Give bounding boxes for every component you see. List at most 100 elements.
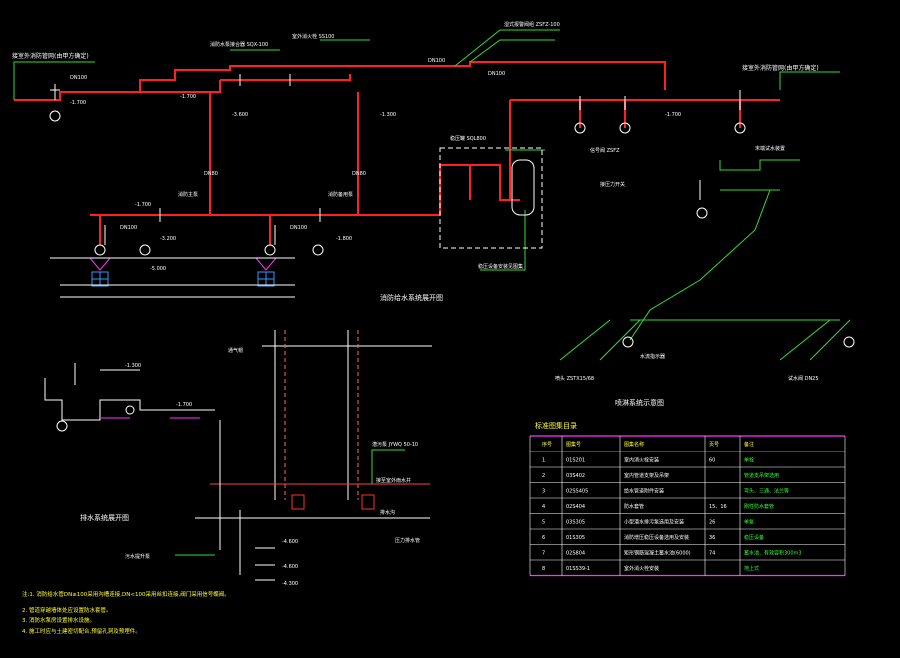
table-header-cell: 备注 [744,441,754,448]
elevation-8: -3.200 [160,236,176,242]
callout-spray-2: 接压力开关 [600,181,625,188]
table-cell: 单泵 [744,519,754,526]
table-cell: 03S402 [566,473,585,479]
table-cell: 消防增压稳压设备选用及安装 [624,534,689,541]
table-cell: 4 [542,504,545,510]
callout-spray-4: 水流指示器 [640,353,665,360]
table-cell: 刚性防水套管 [744,503,774,510]
pipe-dn-bottom-mid: DN100 [290,225,307,231]
pipe-dn-top-right: DN100 [488,71,505,77]
ground-lines [50,257,295,298]
valve-symbols [50,74,741,245]
table-cell: 稳压设备 [744,534,764,541]
hydrant-cabinets [88,257,278,287]
elevation-3: -1.300 [380,112,396,118]
callout-tank: 稳压罐 SQL800 [450,135,486,142]
pipe-dn-mid-right: DN80 [352,171,366,177]
callout-drain-3: 接至室外雨水井 [376,477,411,484]
table-header-cell: 页号 [709,442,719,448]
drain-piping [175,330,432,581]
table-cell: 3 [542,489,545,495]
table-cell: 弯头、三通、法兰等 [744,488,789,495]
elevation-12: -4.300 [282,581,298,587]
callout-drain-4: 排水沟 [380,509,395,516]
pipe-dn-bottom-left: DN100 [120,225,137,231]
table-cell: 60 [709,458,715,464]
index-table-title: 标准图集目录 [535,421,577,430]
table-cell: 室外消火栓安装 [624,565,659,572]
callout-pump-a: 消防主泵 [178,191,198,198]
elevation-14: -1.700 [176,402,192,408]
elevation-10: -4.600 [282,539,298,545]
table-cell: 03S305 [566,520,585,526]
callout-spray-1: 末端试水装置 [755,145,785,152]
callout-drain-7: 污水提升泵 [125,553,150,560]
table-cell: 6 [542,535,545,541]
callout-spray-note-a: 喷头 ZSTX15/68 [555,375,594,382]
drawing-index-table: 序号 图集号 图集名称 页号 备注 1 01S201 室内消火栓安装 60 单栓 2 03S402 室内… [529,435,846,577]
callout-top-left: 接室外消防管网(由甲方确定) [12,52,89,60]
fixture-symbols [49,110,855,432]
elevation-1: -1.700 [70,100,86,106]
note-line-4: 4. 施工时应与土建密切配合,预留孔洞及预埋件。 [22,627,141,635]
table-cell: 室内管道支架及吊架 [624,472,669,479]
table-cell: 室内消火栓安装 [624,457,659,464]
elevation-5: -1.700 [665,112,681,118]
pressure-tank [511,159,535,216]
elevation-2: -1.700 [180,94,196,100]
note-line-2: 2. 管道穿越墙体处应设置防水套管。 [22,606,112,614]
table-cell: 管道支吊架选用 [744,472,779,479]
table-cell: 防水套管 [624,503,644,510]
spray-system-title: 喷淋系统示意图 [615,398,664,407]
note-line-3: 3. 消防水泵房设置排水设施。 [22,616,95,624]
pipe-dn-top-mid: DN100 [428,58,445,64]
pipe-dn-top-left: DN100 [70,75,87,81]
table-cell: 02S404 [566,504,585,510]
table-cell: 02SS405 [566,489,588,495]
elevation-11: -4.600 [282,564,298,570]
elevation-7: -5.000 [150,266,166,272]
callout-top-right: 接室外消防管网(由甲方确定) [742,64,819,72]
table-cell: 给水管道附件安装 [624,488,664,495]
table-cell: 15、16 [709,504,727,510]
table-cell: 36 [709,535,715,541]
fire-supply-piping [14,61,780,245]
table-cell: 1 [542,458,545,464]
table-cell: 5 [542,520,545,526]
pump-room-boundary [439,147,543,249]
table-cell: 小型潜水排污泵选用及安装 [624,519,684,526]
table-cell: 矩形钢筋混凝土蓄水池(6000) [624,550,691,557]
callout-drain-1: 通气帽 [228,347,243,354]
elevation-13: -1.300 [125,363,141,369]
table-cell: 7 [542,551,545,557]
callout-drain-5: 压力排水管 [395,537,420,544]
callout-top-upper: 湿式报警阀组 ZSFZ-100 [504,21,560,28]
table-header-cell: 序号 [542,441,552,448]
table-cell: 8 [542,566,545,572]
table-header-cell: 图集名称 [624,441,644,448]
elevation-4: -3.600 [232,112,248,118]
table-cell: 01S305 [566,535,585,541]
table-header-cell: 图集号 [566,441,581,448]
table-cell: 74 [709,551,715,557]
spray-piping [44,363,215,421]
leader-lines [13,29,851,361]
table-cell: 26 [709,520,715,526]
callout-top-mid-2: 室外消火栓 SS100 [292,33,334,40]
drain-system-title: 排水系统展开图 [80,513,129,522]
table-cell: 02S804 [566,551,585,557]
pipe-dn-mid-left: DN80 [204,171,218,177]
callout-spray-note-b: 试水阀 DN25 [788,375,819,382]
table-cell: 01S201 [566,458,585,464]
table-cell: 01SS39-1 [566,566,590,572]
elevation-6: -1.700 [135,202,151,208]
table-cell: 2 [542,473,545,479]
callout-pump-b: 消防备用泵 [328,191,353,198]
callout-valve-1: 信号阀 ZSFZ [590,147,620,154]
general-notes: 注:1. 消防给水管DN≥100采用沟槽连接,DN<100采用丝扣连接,阀门采用… [22,590,230,635]
table-cell: 地上式 [744,565,759,572]
table-cell: 单栓 [744,457,754,464]
callout-top-mid-1: 消防水泵接合器 SQX-100 [210,41,268,48]
callout-drain-2: 潜污泵 JYWQ 50-10 [372,441,418,448]
